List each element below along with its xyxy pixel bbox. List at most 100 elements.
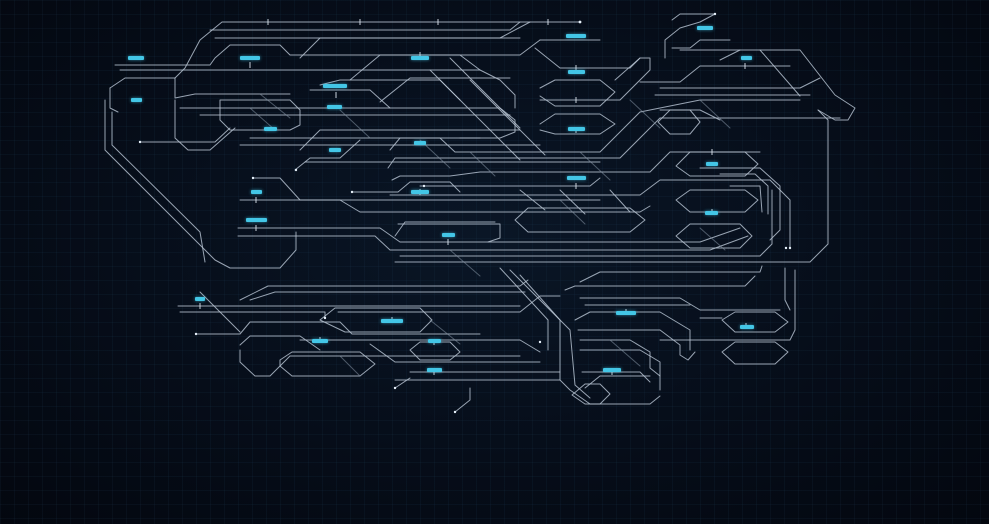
track-line <box>699 167 781 241</box>
track-line <box>579 349 661 391</box>
station-label <box>128 56 144 60</box>
track-line <box>729 185 763 213</box>
track-line <box>675 223 753 249</box>
track-line <box>664 13 716 59</box>
track-line <box>351 181 461 193</box>
track-line <box>391 151 761 181</box>
track-line <box>279 351 376 377</box>
track-line <box>409 341 461 361</box>
track-line <box>249 291 526 301</box>
station-label <box>442 233 455 237</box>
track-line <box>539 113 616 135</box>
track-line <box>519 189 546 211</box>
track-line <box>299 129 521 151</box>
track-line <box>784 267 791 311</box>
track-line <box>139 127 231 143</box>
track-line <box>394 379 661 405</box>
station-label <box>603 368 621 372</box>
track-line <box>109 87 119 113</box>
track-line <box>509 269 591 399</box>
track-line <box>721 341 789 365</box>
track-line <box>719 173 769 215</box>
track-line <box>429 69 521 161</box>
endpoint-markers <box>138 12 792 414</box>
station-label <box>329 148 341 152</box>
track-line <box>179 311 326 319</box>
station-label <box>428 339 441 343</box>
track-line <box>379 77 511 103</box>
station-label <box>323 84 347 88</box>
station-label <box>697 26 713 30</box>
station-label <box>240 56 260 60</box>
station-label <box>567 176 586 180</box>
track-line <box>759 49 801 97</box>
track-line <box>499 267 549 351</box>
station-label <box>327 105 342 109</box>
track-line <box>574 311 691 351</box>
track-line <box>237 227 741 243</box>
track-line <box>534 47 641 69</box>
station-label <box>131 98 142 102</box>
lower-network <box>177 265 796 413</box>
track-line <box>559 189 586 215</box>
track-line <box>581 371 651 383</box>
station-label <box>566 34 586 38</box>
track-line <box>111 111 206 263</box>
track-line <box>419 177 601 187</box>
track-line <box>519 274 561 381</box>
track-line <box>195 321 481 335</box>
track-line <box>319 307 433 333</box>
station-label <box>705 211 718 215</box>
track-line <box>174 99 236 151</box>
track-line <box>239 199 651 213</box>
track-line <box>294 139 361 171</box>
station-label <box>740 325 754 329</box>
station-label <box>411 190 429 194</box>
station-label <box>246 218 267 222</box>
track-line <box>299 339 541 353</box>
track-line <box>397 223 501 243</box>
track-line <box>579 297 781 311</box>
track-line <box>539 57 651 101</box>
station-label <box>414 141 426 145</box>
track-line <box>571 383 611 405</box>
track-line <box>719 49 741 61</box>
track-line <box>369 343 541 363</box>
track-line <box>609 189 631 213</box>
track-line <box>577 329 696 361</box>
track-line <box>659 77 821 89</box>
track-line <box>394 377 411 389</box>
track-line <box>539 79 616 107</box>
track-line <box>239 279 529 301</box>
track-line <box>109 21 581 89</box>
track-line <box>174 77 291 99</box>
station-label <box>616 311 636 315</box>
track-line <box>394 109 829 263</box>
track-line <box>671 13 716 21</box>
track-line <box>454 387 471 413</box>
track-line <box>675 189 759 213</box>
station-label <box>195 297 205 301</box>
crossovers <box>249 93 731 377</box>
station-label <box>251 190 262 194</box>
track-line <box>514 207 646 233</box>
track-line <box>209 21 521 31</box>
track-line <box>179 107 516 139</box>
track-line <box>584 375 651 389</box>
track-line <box>579 339 661 377</box>
track-line <box>394 221 496 237</box>
track-line <box>387 117 841 169</box>
track-line <box>389 179 791 249</box>
track-line <box>104 99 297 269</box>
track-line <box>114 39 541 66</box>
station-label <box>568 127 585 131</box>
station-label <box>381 319 403 323</box>
station-label <box>411 56 429 60</box>
track-line <box>299 37 521 59</box>
station-label <box>741 56 752 60</box>
track-line <box>657 109 701 135</box>
track-line <box>679 49 856 121</box>
station-label <box>264 127 277 131</box>
